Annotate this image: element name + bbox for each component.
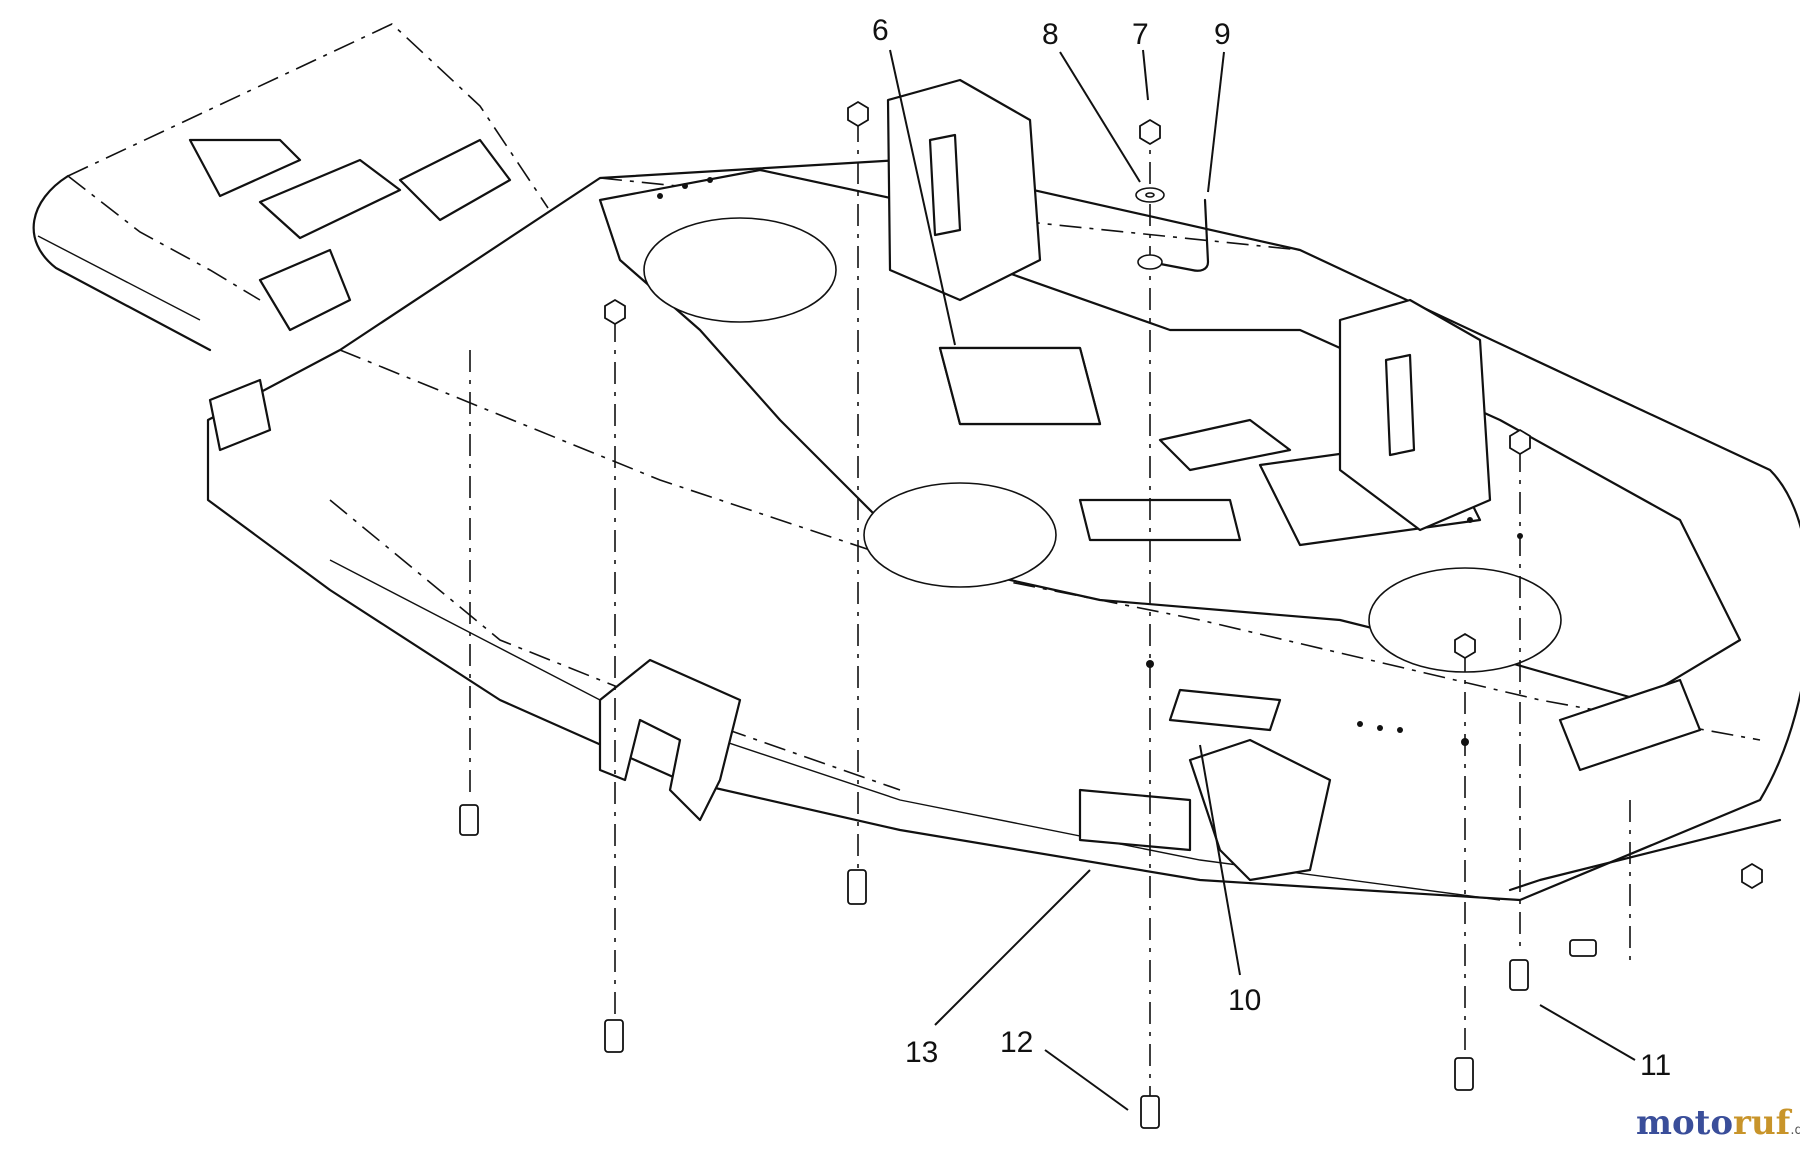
hitch-pin — [1137, 198, 1210, 272]
nuts — [604, 100, 1531, 660]
callout-11: 11 — [1640, 1049, 1671, 1082]
callouts: 6 7 8 9 10 11 12 13 — [872, 14, 1671, 1082]
bolts — [459, 804, 1763, 1129]
front-arm-right — [1188, 738, 1332, 882]
svg-text:motoruf.de: motoruf.de — [1636, 1103, 1800, 1143]
callout-10: 10 — [1228, 984, 1261, 1017]
rear-bracket-right — [1338, 298, 1492, 532]
callout-7: 7 — [1132, 18, 1149, 51]
leader-lines — [889, 49, 1636, 1111]
plate-holes — [657, 177, 1523, 746]
chute-hinge-brackets — [208, 138, 512, 452]
rear-bracket-left — [886, 78, 1042, 302]
callout-8: 8 — [1042, 18, 1059, 51]
callout-6: 6 — [872, 14, 889, 47]
watermark-part-c: .de — [1790, 1123, 1800, 1138]
front-arm-left — [598, 658, 742, 822]
decal-panels — [938, 346, 1702, 852]
callout-12: 12 — [1000, 1026, 1033, 1059]
bolt-axis-lines — [469, 120, 1631, 1100]
watermark-part-a: moto — [1636, 1103, 1733, 1143]
watermark-part-b: ruf — [1733, 1103, 1793, 1143]
watermark-logo: motoruf.de — [1636, 1103, 1800, 1143]
washer — [1135, 187, 1165, 203]
callout-9: 9 — [1214, 18, 1231, 51]
discharge-chute — [32, 23, 549, 352]
callout-13: 13 — [905, 1036, 938, 1069]
